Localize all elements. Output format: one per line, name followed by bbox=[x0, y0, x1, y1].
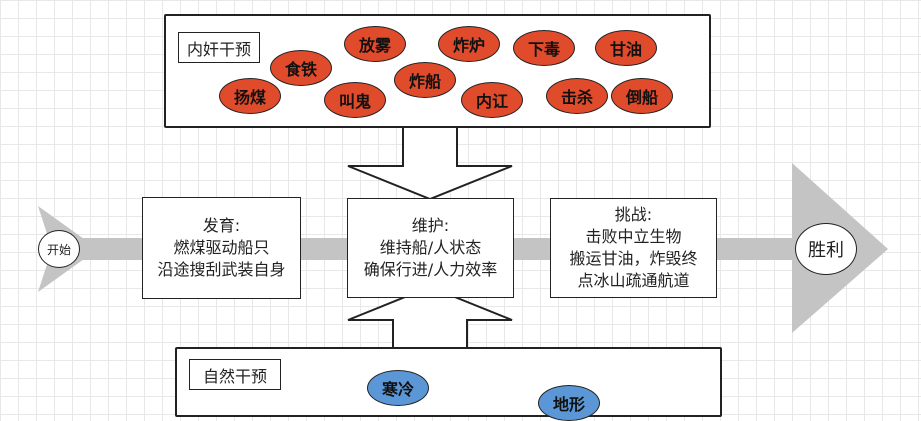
stage-challenge: 挑战: 击败中立生物 搬运甘油，炸毁终 点冰山疏通航道 bbox=[550, 198, 717, 298]
stage-challenge-line-1: 击败中立生物 bbox=[585, 227, 682, 246]
oval-di-xing: 地形 bbox=[538, 385, 600, 421]
oval-yang-mei: 扬煤 bbox=[219, 78, 281, 114]
oval-zha-lu: 炸炉 bbox=[438, 26, 500, 62]
natural-interference-panel: 自然干预 bbox=[175, 347, 722, 417]
oval-fang-wu: 放雾 bbox=[344, 26, 406, 62]
stage-development-line-1: 燃煤驱动船只 bbox=[173, 238, 270, 257]
oval-gan-you: 甘油 bbox=[595, 30, 657, 66]
stage-maintenance-line-2: 确保行进/人力效率 bbox=[363, 260, 498, 279]
oval-xia-du: 下毒 bbox=[513, 30, 575, 66]
oval-jiao-gui: 叫鬼 bbox=[324, 82, 386, 118]
oval-shi-tie: 食铁 bbox=[270, 50, 332, 86]
stage-challenge-line-2: 搬运甘油，炸毁终 bbox=[569, 249, 698, 268]
stage-maintenance: 维护: 维持船/人状态 确保行进/人力效率 bbox=[347, 198, 514, 298]
stage-maintenance-line-1: 维持船/人状态 bbox=[379, 238, 482, 257]
victory-node: 胜利 bbox=[795, 223, 857, 275]
oval-dao-chuan: 倒船 bbox=[611, 78, 673, 114]
oval-han-leng: 寒冷 bbox=[367, 370, 429, 406]
down-arrow bbox=[347, 126, 513, 201]
oval-zha-chuan: 炸船 bbox=[394, 62, 456, 98]
natural-interference-title: 自然干预 bbox=[189, 359, 281, 390]
stage-development: 发育: 燃煤驱动船只 沿途搜刮武装自身 bbox=[142, 197, 301, 299]
stage-development-line-2: 沿途搜刮武装自身 bbox=[157, 260, 286, 279]
stage-challenge-line-3: 点冰山疏通航道 bbox=[577, 271, 690, 290]
stage-maintenance-title: 维护: bbox=[411, 216, 450, 235]
oval-nei-hong: 内讧 bbox=[461, 82, 523, 118]
human-interference-title: 内奸干预 bbox=[178, 32, 260, 63]
stage-development-title: 发育: bbox=[202, 216, 241, 235]
oval-ji-sha: 击杀 bbox=[546, 78, 608, 114]
stage-challenge-title: 挑战: bbox=[614, 205, 653, 224]
start-node: 开始 bbox=[38, 230, 80, 268]
